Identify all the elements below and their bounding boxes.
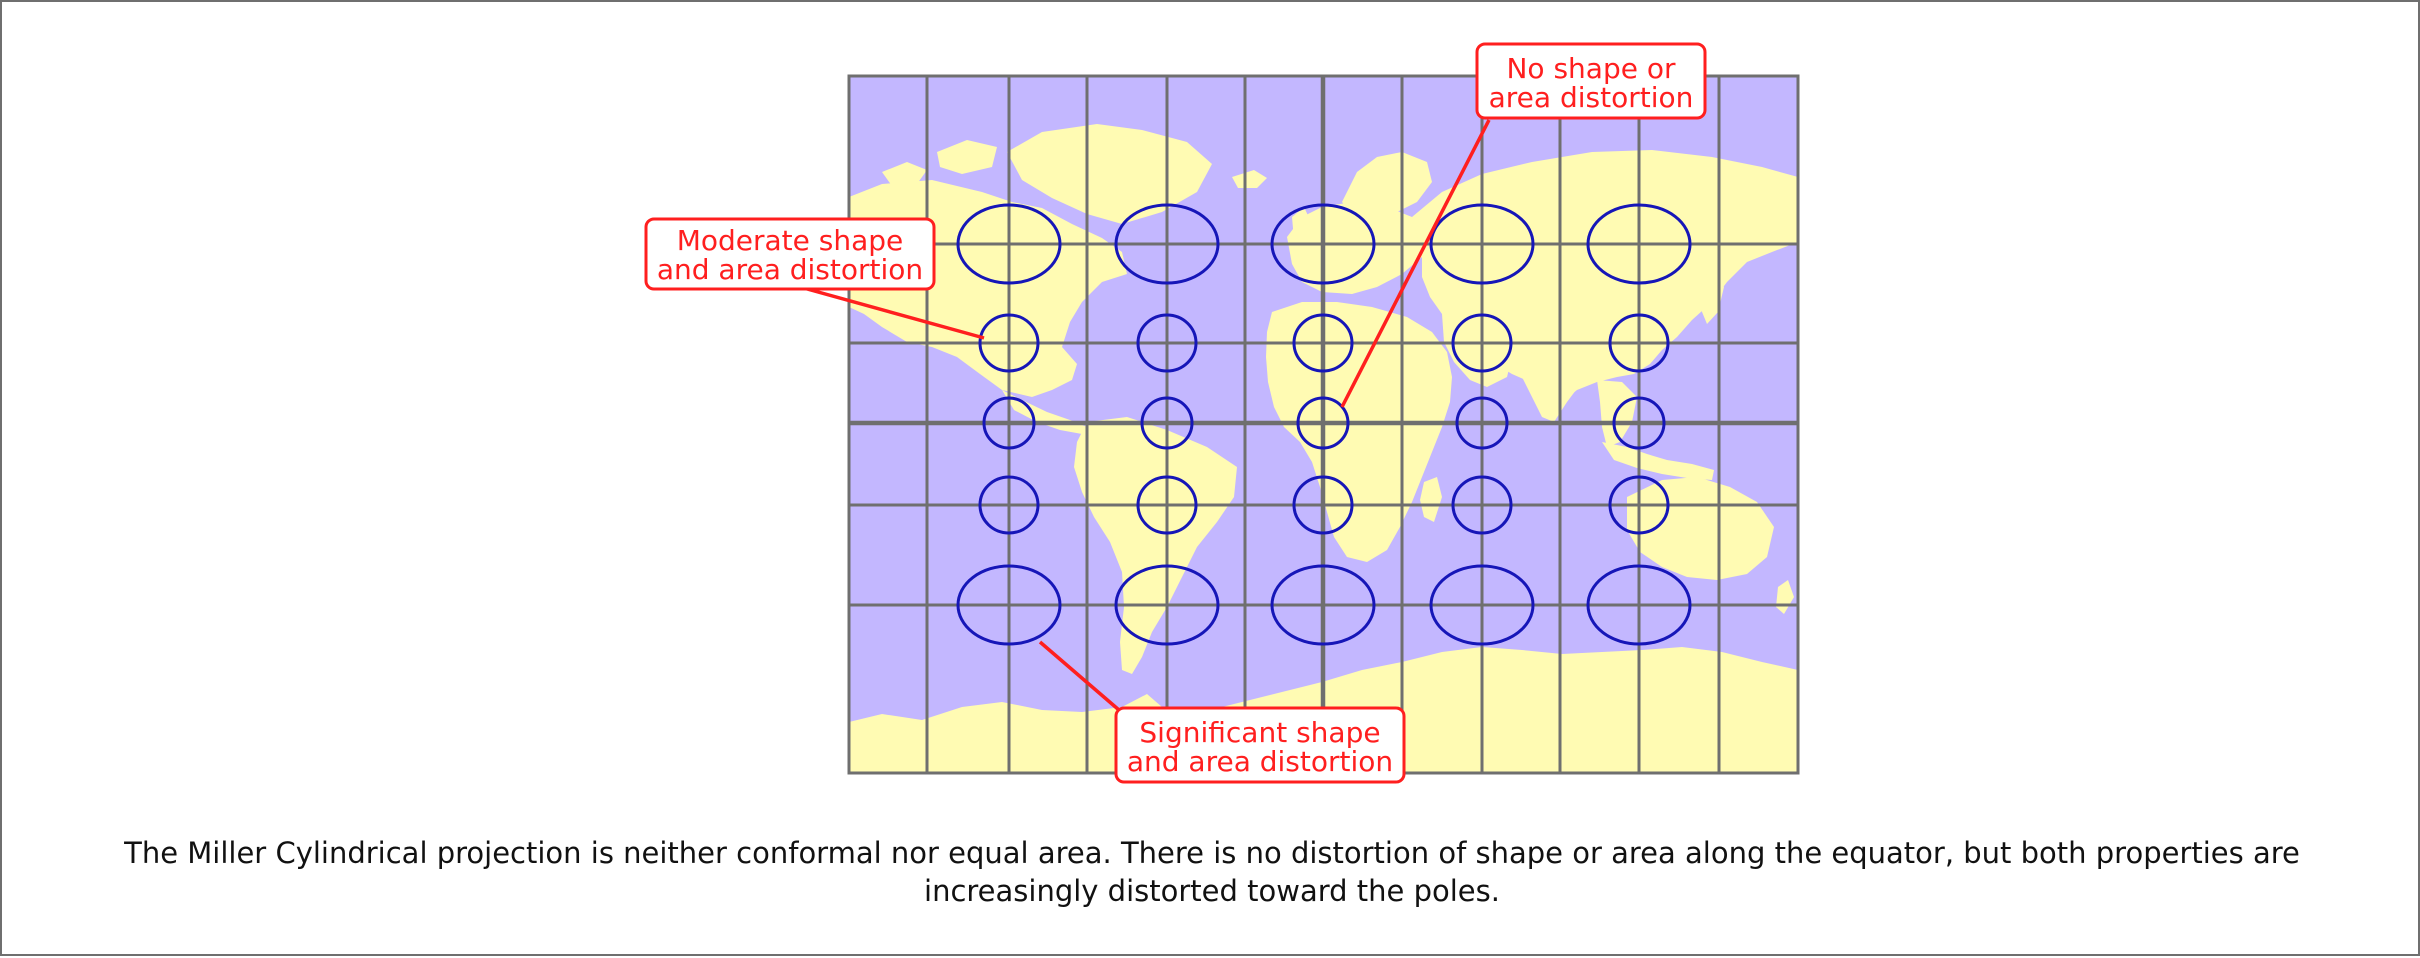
tissot-ellipse — [1296, 396, 1350, 450]
callout-line-2: and area distortion — [1127, 745, 1393, 778]
callout-leaders — [781, 119, 1491, 712]
tissot-ellipse — [978, 475, 1040, 535]
leader-significant-distortion — [1038, 640, 1121, 712]
tissot-ellipse — [1586, 564, 1692, 646]
tissot-ellipse — [1429, 564, 1535, 646]
callout-line-1: Moderate shape — [677, 224, 904, 257]
land-arctic-islands — [882, 140, 997, 186]
land-africa — [1266, 302, 1452, 562]
tissot-ellipse — [1586, 203, 1692, 285]
land-india — [1522, 352, 1582, 422]
figure-caption: The Miller Cylindrical projection is nei… — [124, 836, 2300, 908]
land-scandinavia — [1342, 152, 1432, 217]
tissot-ellipse — [1451, 475, 1513, 535]
leader-moderate-distortion — [781, 280, 985, 340]
callout-box — [1114, 706, 1406, 784]
callout-significant-distortion: Significant shape and area distortion — [1114, 706, 1406, 784]
tissot-ellipse — [1455, 396, 1509, 450]
callout-box — [1475, 42, 1707, 120]
graticule — [849, 76, 1798, 773]
tissot-ellipse — [1114, 564, 1220, 646]
tissot-ellipse — [1270, 203, 1376, 285]
tissot-ellipse — [956, 203, 1062, 285]
tissot-ellipse — [1612, 396, 1666, 450]
land-australia — [1627, 477, 1774, 580]
land-south-america — [1074, 417, 1237, 674]
land-asia — [1412, 150, 1798, 402]
tissot-ellipse — [1114, 203, 1220, 285]
callout-line-1: No shape or — [1506, 52, 1676, 85]
tissot-ellipse — [978, 313, 1040, 373]
land-indonesia — [1602, 442, 1714, 480]
callout-line-1: Significant shape — [1139, 716, 1380, 749]
leader-no-distortion — [1340, 119, 1491, 408]
tissot-ellipse — [956, 564, 1062, 646]
tissot-ellipse — [1270, 564, 1376, 646]
land-britain — [1292, 207, 1312, 242]
callout-line-2: area distortion — [1489, 81, 1694, 114]
land-greenland — [1007, 124, 1212, 224]
callout-no-distortion: No shape or area distortion — [1475, 42, 1707, 120]
callout-line-2: and area distortion — [657, 253, 923, 286]
tissot-ellipse — [1292, 475, 1354, 535]
callout-moderate-distortion: Moderate shape and area distortion — [644, 217, 936, 291]
tissot-ellipse — [1140, 396, 1194, 450]
land-madagascar — [1420, 477, 1442, 522]
tissot-ellipse — [1429, 203, 1535, 285]
tissot-indicatrices — [956, 203, 1692, 646]
tissot-ellipse — [1451, 313, 1513, 373]
land-iceland — [1232, 170, 1267, 188]
tissot-ellipse — [1292, 313, 1354, 373]
tissot-ellipse — [982, 396, 1036, 450]
tissot-ellipse — [1136, 313, 1198, 373]
tissot-ellipse — [1608, 475, 1670, 535]
callout-box — [644, 217, 936, 291]
tissot-ellipse — [1608, 313, 1670, 373]
tissot-ellipse — [1136, 475, 1198, 535]
